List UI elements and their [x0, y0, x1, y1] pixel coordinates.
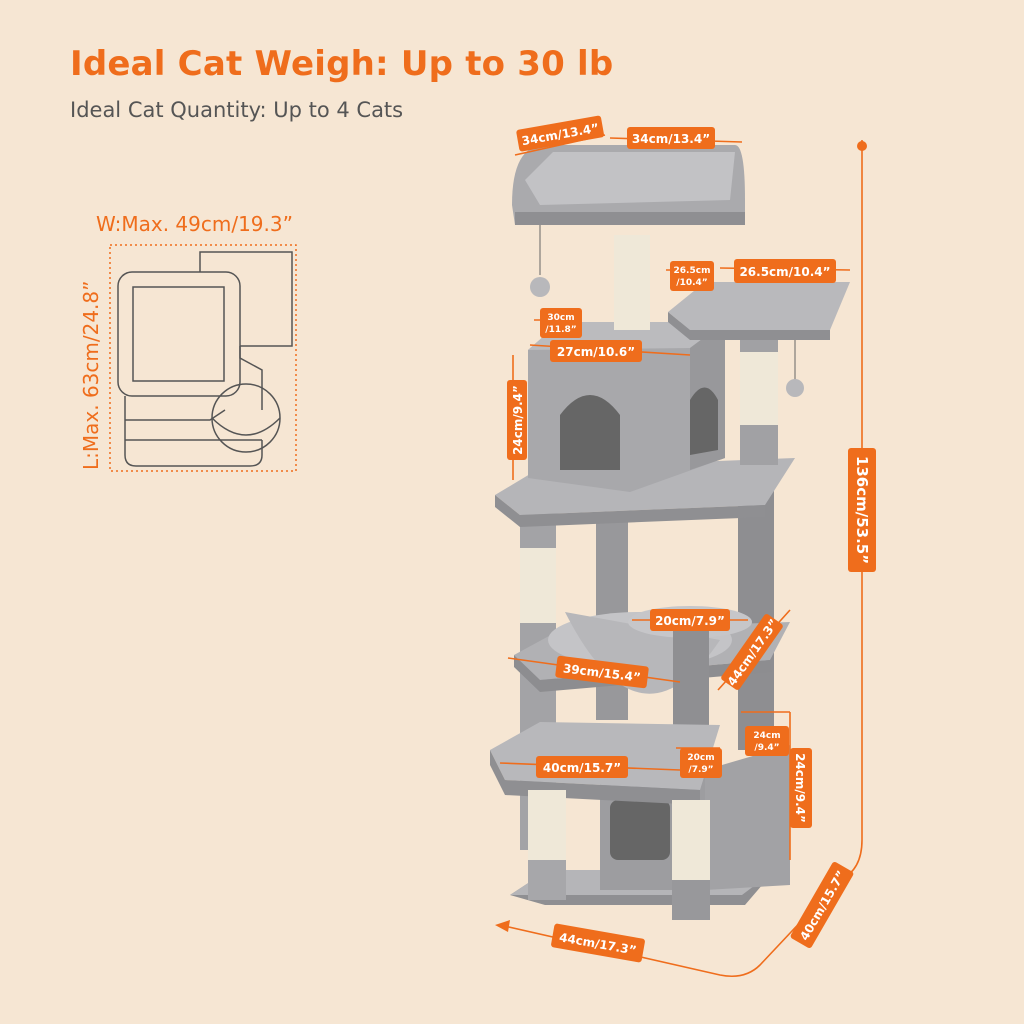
dim-text-lower-platform-width: 40cm/15.7” [543, 761, 621, 775]
footprint-diagram [109, 244, 297, 472]
dim-text-lower-platform-depth-a: 20cm [687, 753, 714, 763]
dim-text-platform-depth-b: /10.4” [676, 278, 707, 288]
dim-tag-platform-width: 26.5cm/10.4” [734, 259, 836, 283]
base-width-arrow-icon [495, 920, 510, 932]
dim-text-house-depth-a: 30cm [547, 313, 574, 323]
page-title: Ideal Cat Weigh: Up to 30 lb [70, 44, 614, 84]
dim-text-base-depth: 40cm/15.7” [797, 868, 848, 943]
dim-tag-house-height: 24cm/9.4” [507, 380, 527, 460]
dim-tag-lower-platform-depth: 20cm /7.9” [680, 748, 722, 778]
dim-tag-base-width: 44cm/17.3” [551, 923, 645, 963]
dim-tag-house-width: 27cm/10.6” [550, 340, 642, 362]
dim-text-platform-width: 26.5cm/10.4” [739, 265, 830, 279]
dim-text-house-depth-b: /11.8” [545, 325, 576, 335]
dim-tag-base-depth: 40cm/15.7” [790, 861, 854, 949]
dim-tag-hammock-width: 39cm/15.4” [555, 655, 649, 689]
dim-text-lower-house-height: 24cm/9.4” [793, 753, 807, 823]
dim-text-lower-platform-depth-b: /7.9” [688, 765, 713, 775]
dim-text-basket-width: 20cm/7.9” [655, 614, 725, 628]
dim-text-top-width: 34cm/13.4” [632, 132, 710, 146]
dim-tag-lower-platform-width: 40cm/15.7” [536, 756, 628, 778]
dim-text-total-height: 136cm/53.5” [853, 456, 871, 564]
total-height-top-marker [857, 141, 867, 151]
dim-tag-lower-house-depth: 24cm /9.4” [745, 726, 789, 756]
footprint-width-label: W:Max. 49cm/19.3” [96, 212, 293, 236]
dim-tag-basket-width: 20cm/7.9” [650, 609, 730, 631]
dim-tag-house-depth: 30cm /11.8” [540, 308, 582, 338]
dim-text-lower-house-depth-a: 24cm [753, 731, 780, 741]
page-subtitle: Ideal Cat Quantity: Up to 4 Cats [70, 98, 404, 122]
dim-tag-lower-house-height: 24cm/9.4” [790, 748, 812, 828]
dim-tag-platform-depth: 26.5cm /10.4” [670, 261, 714, 291]
dim-text-platform-depth-a: 26.5cm [674, 266, 711, 276]
dim-text-house-width: 27cm/10.6” [557, 345, 635, 359]
dim-text-house-height: 24cm/9.4” [511, 385, 525, 455]
dim-tag-top-width: 34cm/13.4” [627, 127, 715, 149]
dim-text-lower-house-depth-b: /9.4” [754, 743, 779, 753]
dim-tag-total-height: 136cm/53.5” [848, 448, 876, 572]
